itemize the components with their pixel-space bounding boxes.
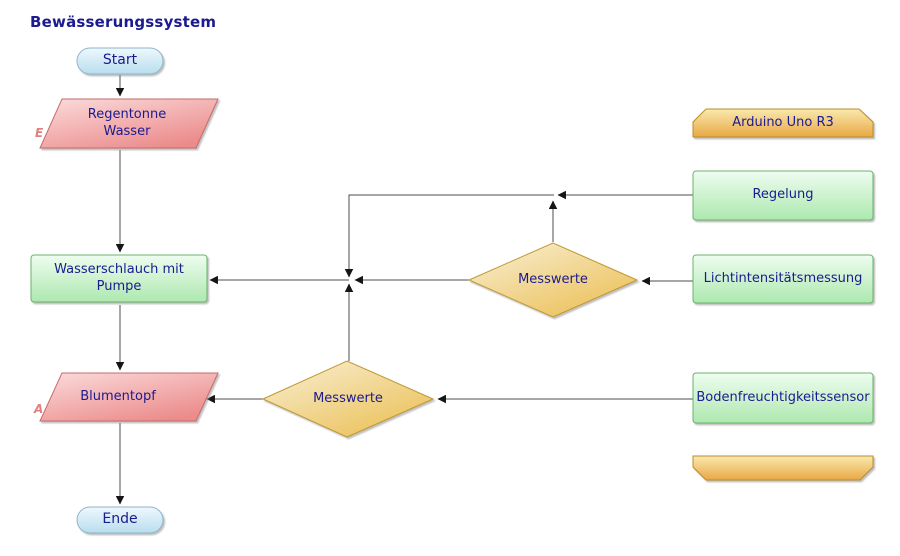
wasserschlauch-label[interactable]: Wasserschlauch mit Pumpe — [54, 262, 184, 294]
lichtmessung-node-shape[interactable] — [692, 254, 874, 304]
regentonne-corner-letter: E — [35, 126, 44, 140]
elbow-top-to-junction — [344, 194, 554, 278]
diagram-title: Bewässerungssystem — [30, 13, 217, 31]
ende-node-shape[interactable] — [76, 506, 164, 534]
start-node-shape[interactable] — [76, 47, 164, 75]
empty-card-shape[interactable] — [692, 455, 874, 481]
messwerte-boden-diamond-shape[interactable] — [261, 360, 435, 438]
blumentopf-label[interactable]: Blumentopf — [80, 388, 156, 404]
shapes — [30, 47, 874, 534]
blumentopf-corner-letter: A — [34, 402, 44, 416]
arduino-card-shape[interactable] — [692, 108, 874, 138]
arduino-label[interactable]: Arduino Uno R3 — [732, 114, 834, 130]
wasserschlauch-node-shape[interactable] — [30, 254, 208, 303]
regelung-label[interactable]: Regelung — [752, 187, 814, 203]
ende-label[interactable]: Ende — [102, 511, 138, 528]
regentonne-label[interactable]: Regentonne Wasser — [87, 107, 167, 139]
messwerte-licht-diamond-shape[interactable] — [467, 242, 639, 318]
bodensensor-node-shape[interactable] — [692, 372, 874, 424]
regelung-node-shape[interactable] — [692, 170, 874, 221]
connectors — [115, 75, 693, 505]
regentonne-node-shape[interactable] — [39, 98, 219, 149]
start-label[interactable]: Start — [102, 52, 138, 69]
messwerte-boden-label[interactable]: Messwerte — [313, 390, 383, 406]
bodensensor-label[interactable]: Bodenfreuchtigkeitssensor — [696, 389, 870, 405]
blumentopf-node-shape[interactable] — [39, 372, 219, 422]
messwerte-licht-label[interactable]: Messwerte — [518, 271, 588, 287]
lichtmessung-label[interactable]: Lichtintensitätsmessung — [703, 270, 863, 286]
